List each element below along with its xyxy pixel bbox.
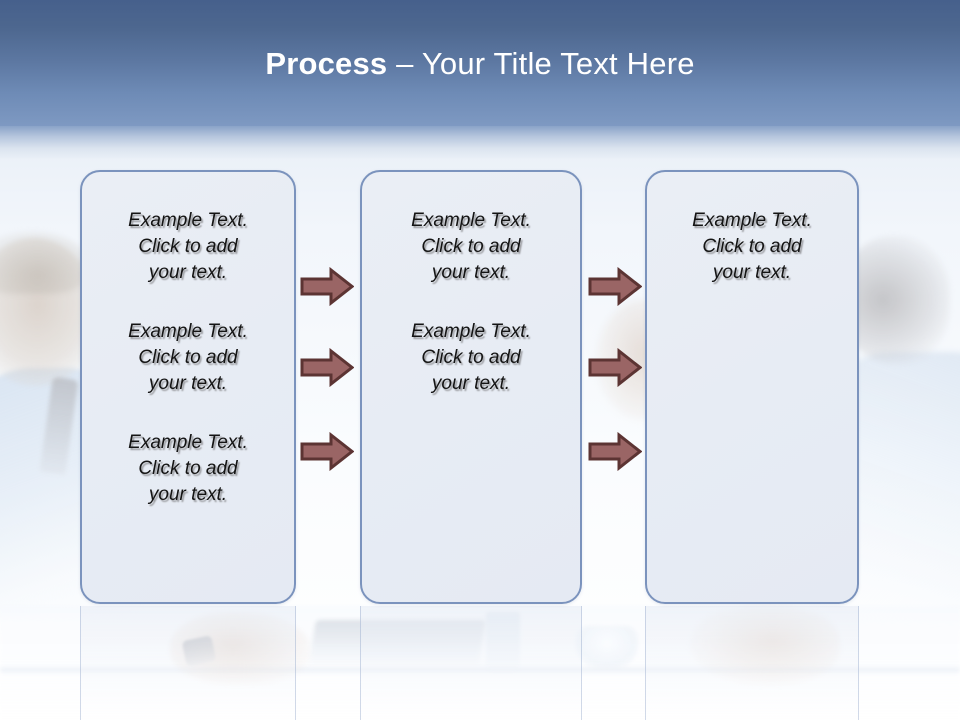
text-block[interactable]: Example Text. Click to add your text. bbox=[411, 210, 531, 284]
arrow-right-icon[interactable] bbox=[300, 267, 354, 306]
arrow-right-icon[interactable] bbox=[300, 348, 354, 387]
page-title: Process – Your Title Text Here bbox=[0, 46, 960, 81]
arrow-right-icon[interactable] bbox=[588, 348, 642, 387]
text-block[interactable]: Example Text. Click to add your text. bbox=[128, 321, 248, 395]
arrow-right-icon[interactable] bbox=[588, 267, 642, 306]
arrow-right-icon[interactable] bbox=[300, 432, 354, 471]
process-box-2[interactable]: Example Text. Click to add your text. Ex… bbox=[360, 170, 582, 604]
text-block[interactable]: Example Text. Click to add your text. bbox=[128, 210, 248, 284]
page-title-rest: – Your Title Text Here bbox=[387, 46, 695, 81]
background-person-left-hair bbox=[0, 232, 88, 294]
arrow-right-icon[interactable] bbox=[588, 432, 642, 471]
text-block[interactable]: Example Text. Click to add your text. bbox=[128, 432, 248, 506]
process-box-1[interactable]: Example Text. Click to add your text. Ex… bbox=[80, 170, 296, 604]
text-block[interactable]: Example Text. Click to add your text. bbox=[692, 210, 812, 284]
text-block[interactable]: Example Text. Click to add your text. bbox=[411, 321, 531, 395]
title-band bbox=[0, 0, 960, 126]
process-box-3[interactable]: Example Text. Click to add your text. bbox=[645, 170, 859, 604]
page-title-strong: Process bbox=[265, 46, 388, 81]
background-cup bbox=[576, 626, 638, 668]
title-band-fade bbox=[0, 126, 960, 160]
